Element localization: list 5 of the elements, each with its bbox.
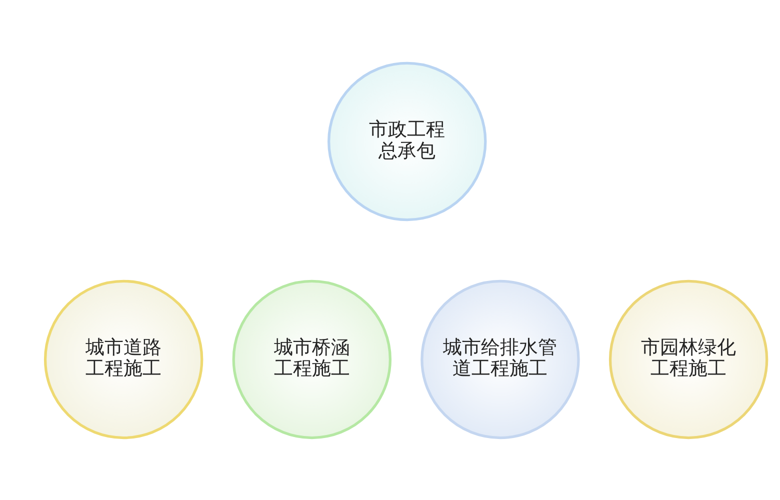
node-circle: 城市给排水管道工程施工 [420,279,580,439]
node-circle: 城市道路工程施工 [44,279,204,439]
node-circle: 市园林绿化工程施工 [608,279,768,439]
node-circle: 市政工程总承包 [328,61,487,221]
node-circle: 城市桥涵工程施工 [232,279,392,439]
